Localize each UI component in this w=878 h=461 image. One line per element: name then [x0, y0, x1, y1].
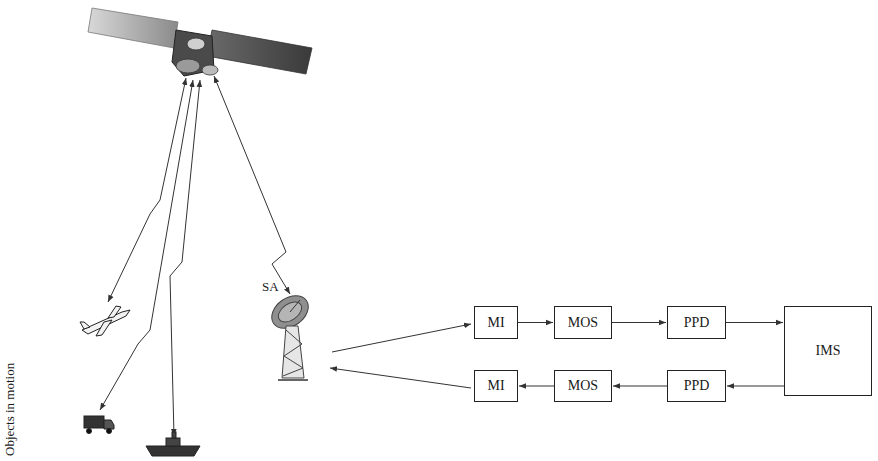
box-label: MI — [487, 315, 504, 330]
signal-arrow — [727, 386, 784, 387]
process-box: PPD — [667, 370, 726, 402]
process-box: MOS — [554, 306, 612, 339]
radio-link — [170, 80, 200, 436]
ground-antenna — [266, 289, 315, 380]
box-label: MOS — [568, 315, 598, 330]
part-name: SA — [262, 280, 279, 294]
process-box: MI — [474, 306, 518, 339]
process-box: IMS — [784, 306, 872, 396]
signal-arrow — [726, 322, 783, 323]
process-box: MI — [474, 370, 518, 402]
radio-link — [100, 80, 193, 410]
box-label: PPD — [684, 378, 710, 393]
signal-arrow — [518, 322, 553, 323]
box-label: PPD — [684, 315, 710, 330]
signal-arrow — [519, 386, 554, 387]
satellite — [88, 8, 312, 76]
box-label: MI — [487, 378, 504, 393]
signal-arrow — [612, 322, 666, 323]
process-box: MOS — [554, 370, 612, 402]
airplane — [80, 306, 130, 336]
feed-line — [330, 368, 471, 388]
radio-link — [214, 76, 290, 294]
feed-lines — [330, 324, 471, 388]
radio-links — [100, 76, 290, 436]
signal-arrow — [613, 386, 667, 387]
ship — [146, 432, 200, 456]
box-label: IMS — [816, 343, 841, 358]
truck — [84, 416, 114, 434]
process-box: PPD — [667, 306, 726, 339]
side-caption: Objects in motion — [3, 363, 17, 456]
box-label: MOS — [568, 378, 598, 393]
feed-line — [332, 324, 471, 352]
